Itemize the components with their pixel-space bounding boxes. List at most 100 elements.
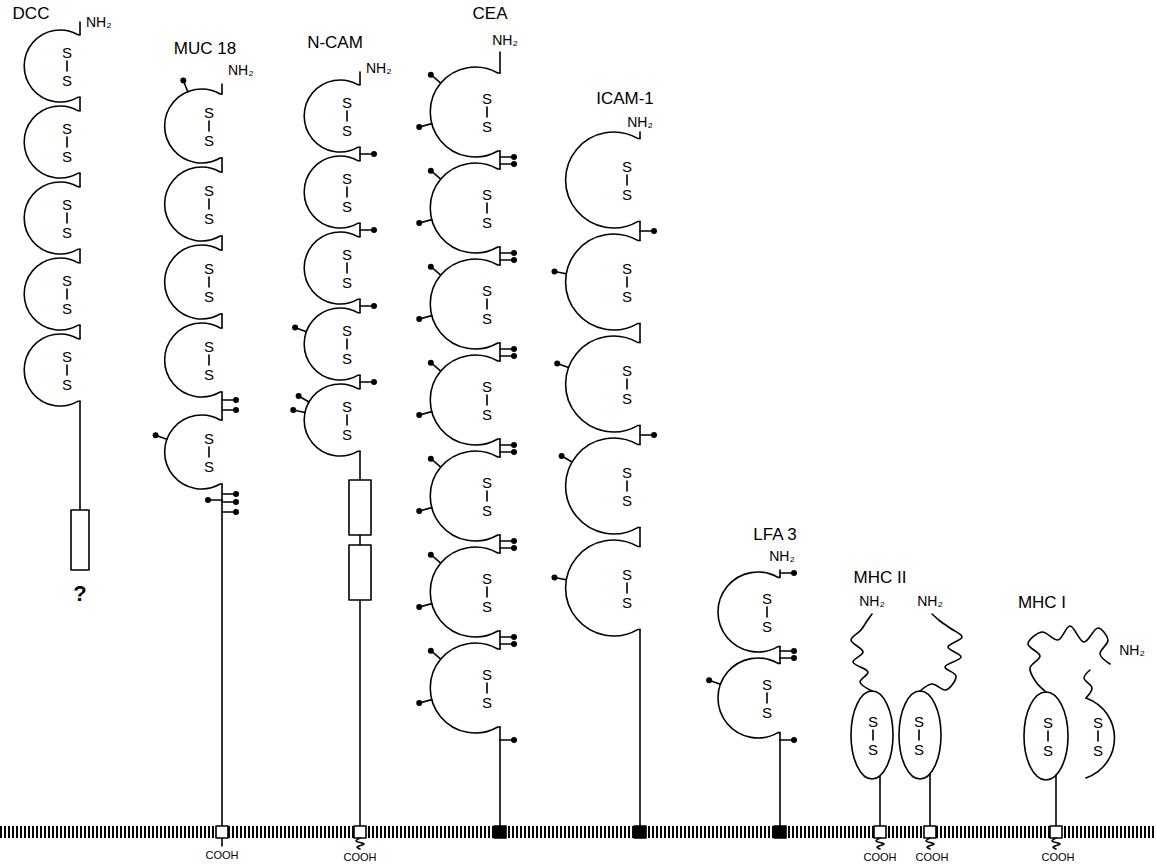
chain-line [221,84,223,94]
glycan-dot [651,228,657,234]
terminus-label: COOH [206,850,239,861]
disulfide-bond [486,587,488,597]
disulfide-sulfur: S [762,619,772,634]
disulfide-sulfur: S [482,407,492,422]
disulfide-sulfur: S [482,571,492,586]
glycan-dot [428,264,434,270]
chain-line [779,733,781,826]
peptide-chain [920,614,962,691]
molecule-name: MUC 18 [174,40,236,57]
disulfide-sulfur: S [482,667,492,682]
ig-domain [304,384,360,456]
disulfide-sulfur: S [482,379,492,394]
disulfide-sulfur: S [482,91,492,106]
disulfide-sulfur: S [762,591,772,606]
chain-line [79,401,81,510]
disulfide-sulfur: S [62,225,72,240]
disulfide-sulfur: S [482,215,492,230]
glycan-dot [371,151,377,157]
lipid-anchor [634,826,646,838]
disulfide-bond [346,415,348,425]
terminus-label: NH₂ [917,594,943,608]
disulfide-sulfur: S [762,705,772,720]
disulfide-sulfur: S [342,171,352,186]
glycan-dot [153,432,159,438]
glycan-dot [290,407,296,413]
ig-domain [165,415,222,489]
ig-domain [718,572,780,652]
glycan-dot [428,552,434,558]
glycan-dot [791,648,797,654]
disulfide-sulfur: S [204,289,214,304]
glycan-dot [180,78,186,84]
disulfide-bond [626,583,628,593]
disulfide-sulfur: S [622,289,632,304]
disulfide-sulfur: S [1093,715,1103,730]
disulfide-sulfur: S [204,339,214,354]
glycan-dot [511,442,517,448]
glycan-dot [296,393,302,399]
transmembrane-segment [354,826,366,838]
chain-line [79,97,81,111]
ig-domain [24,30,80,102]
molecule-name: MHC I [1018,594,1066,611]
glycan-dot [511,545,517,551]
glycan-dot [428,456,434,462]
disulfide-sulfur: S [62,73,72,88]
disulfide-sulfur: S [1043,715,1053,730]
disulfide-bond [346,263,348,273]
chain-line [1055,775,1057,826]
ig-domain [566,438,640,534]
glycan-dot [511,737,517,743]
disulfide-bond [766,693,768,703]
ig-domain [718,658,780,738]
disulfide-sulfur: S [622,159,632,174]
chain-line [221,314,223,328]
disulfide-bond [1047,731,1049,741]
disulfide-sulfur: S [762,677,772,692]
disulfide-sulfur: S [342,123,352,138]
disulfide-sulfur: S [622,595,632,610]
ig-domain [430,259,500,349]
disulfide-sulfur: S [342,427,352,442]
glycan-dot [416,412,422,418]
ig-domain [566,336,640,432]
disulfide-sulfur: S [622,261,632,276]
transmembrane-segment [216,826,228,838]
cytoplasmic-tail [1052,838,1060,849]
glycan-dot [559,453,565,459]
glycan-dot [511,154,517,160]
disulfide-sulfur: S [342,247,352,262]
disulfide-sulfur: S [62,301,72,316]
disulfide-sulfur: S [482,283,492,298]
molecule-drawings [24,22,1114,849]
disulfide-bond [486,683,488,693]
chain-line [499,535,501,553]
disulfide-sulfur: S [62,273,72,288]
terminus-label: NH₂ [769,549,795,563]
ig-domain [304,308,360,380]
disulfide-bond [766,607,768,617]
disulfide-bond [346,339,348,349]
disulfide-bond [872,730,874,740]
disulfide-sulfur: S [622,391,632,406]
ig-domain [24,334,80,406]
disulfide-sulfur: S [342,399,352,414]
ig-domain [24,106,80,178]
glycan-dot [416,220,422,226]
glycan-dot [511,161,517,167]
chain-line [79,22,81,35]
glycan-dot [428,72,434,78]
glycan-dot [791,570,797,576]
chain-line [499,727,501,826]
disulfide-sulfur: S [62,377,72,392]
ig-domain [165,323,222,397]
glycan-dot [511,257,517,263]
glycan-dot [292,325,298,331]
disulfide-bond [208,199,210,209]
glycan-dot [552,575,558,581]
lipid-anchor [774,826,786,838]
disulfide-sulfur: S [1093,743,1103,758]
chain-line [221,484,223,846]
